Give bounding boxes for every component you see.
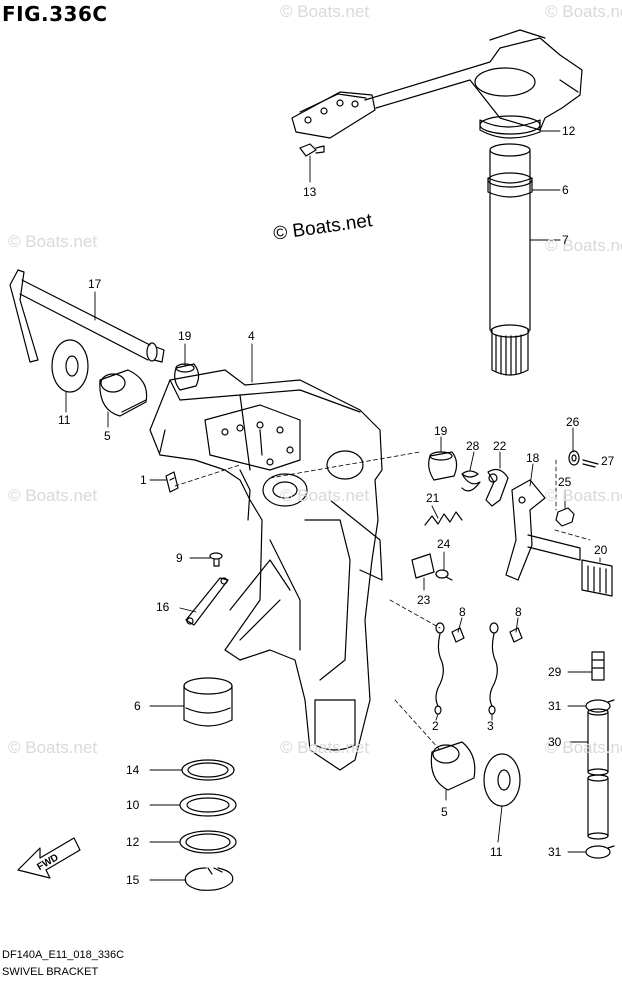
bushing-5-left	[99, 369, 148, 417]
ring-12	[179, 830, 237, 854]
tilt-tube	[9, 269, 165, 363]
callout-label[interactable]: 27	[601, 454, 615, 468]
tilt-lever-18	[505, 479, 581, 581]
bolt-1	[165, 471, 179, 493]
pin-27	[582, 459, 599, 468]
callout-label[interactable]: 14	[126, 763, 140, 777]
callout-label[interactable]: 26	[566, 415, 580, 429]
callout-label[interactable]: 9	[176, 551, 183, 565]
callout-label[interactable]: 8	[459, 605, 466, 619]
ring-14	[181, 759, 235, 781]
lock-lever-16	[185, 577, 229, 626]
watermark: © Boats.net	[8, 232, 98, 251]
swivel-bracket-body	[149, 369, 383, 771]
watermark: © Boats.net	[8, 738, 98, 757]
callout-label[interactable]: 23	[417, 593, 431, 607]
watermark: © Boats.net	[545, 236, 622, 255]
callout-label[interactable]: 8	[515, 605, 522, 619]
bushing-5-right	[430, 741, 476, 791]
bolt-8-right	[509, 627, 523, 643]
callout-label[interactable]: 10	[126, 798, 140, 812]
watermark: © Boats.net	[545, 486, 622, 505]
callout-label[interactable]: 11	[490, 845, 503, 859]
callout-label[interactable]: 18	[526, 451, 540, 465]
collar-19-right	[428, 451, 458, 481]
callout-label[interactable]: 13	[303, 185, 317, 199]
callout-label[interactable]: 19	[434, 424, 448, 438]
callout-label[interactable]: 5	[441, 805, 448, 819]
callout-label[interactable]: 7	[562, 233, 569, 247]
watermark: © Boats.net	[280, 486, 370, 505]
callout-label[interactable]: 31	[548, 699, 562, 713]
grease-nipple-29	[591, 651, 605, 681]
callout-label[interactable]: 30	[548, 735, 562, 749]
callout-label[interactable]: 12	[126, 835, 140, 849]
ground-wire-2	[434, 622, 445, 715]
washer-11-left	[51, 339, 89, 393]
callout-label[interactable]: 3	[487, 719, 494, 733]
bolt-13	[299, 143, 325, 157]
callout-label[interactable]: 21	[426, 491, 440, 505]
callout-label[interactable]: 4	[248, 329, 255, 343]
callout-label[interactable]: 1	[140, 473, 147, 487]
hose-30	[587, 708, 609, 840]
nut-25	[555, 507, 575, 527]
spring-28	[461, 470, 481, 492]
callout-label[interactable]: 12	[562, 124, 576, 138]
bracket-23	[411, 553, 435, 579]
stopper-22	[485, 468, 509, 507]
callout-label[interactable]: 28	[466, 439, 480, 453]
assembly-lines	[174, 451, 591, 751]
steering-arm	[291, 29, 583, 139]
ring-10	[179, 793, 237, 817]
callout-label[interactable]: 11	[58, 413, 71, 427]
grip-20	[581, 559, 613, 597]
washer-11-right	[483, 753, 521, 807]
bolt-8-left	[451, 627, 465, 643]
spring-21	[424, 511, 463, 526]
callout-label[interactable]: 22	[493, 439, 507, 453]
callout-label[interactable]: 20	[594, 543, 608, 557]
watermark: © Boats.net	[280, 2, 370, 21]
leader-lines	[65, 130, 601, 881]
callout-label[interactable]: 29	[548, 665, 562, 679]
diagram-code: DF140A_E11_018_336C	[2, 949, 125, 961]
callout-label[interactable]: 16	[156, 600, 170, 614]
callout-label[interactable]: 15	[126, 873, 140, 887]
callout-label[interactable]: 2	[432, 719, 439, 733]
callout-label[interactable]: 19	[178, 329, 192, 343]
watermark: © Boats.net	[545, 738, 622, 757]
callout-label[interactable]: 6	[134, 699, 141, 713]
circlip-15	[184, 867, 234, 891]
bolt-9	[209, 552, 223, 567]
callout-label[interactable]: 24	[437, 537, 451, 551]
diagram-name: SWIVEL BRACKET	[2, 966, 99, 978]
callout-label[interactable]: 25	[558, 475, 572, 489]
callout-label[interactable]: 6	[562, 183, 569, 197]
screw-24	[435, 569, 453, 581]
watermark: © Boats.net	[8, 486, 98, 505]
clip-31-bottom	[585, 845, 615, 859]
watermark: © Boats.net	[280, 738, 370, 757]
ground-wire-3	[488, 622, 499, 715]
callout-label[interactable]: 5	[104, 429, 111, 443]
washer-26	[568, 450, 580, 466]
bushing-6-lower	[183, 677, 233, 727]
callout-label[interactable]: 17	[88, 277, 102, 291]
fwd-arrow-icon	[17, 837, 81, 879]
steering-shaft	[479, 115, 541, 376]
figure-title: FIG.336C	[2, 2, 108, 26]
callout-label[interactable]: 31	[548, 845, 562, 859]
watermark: © Boats.net	[545, 2, 622, 21]
